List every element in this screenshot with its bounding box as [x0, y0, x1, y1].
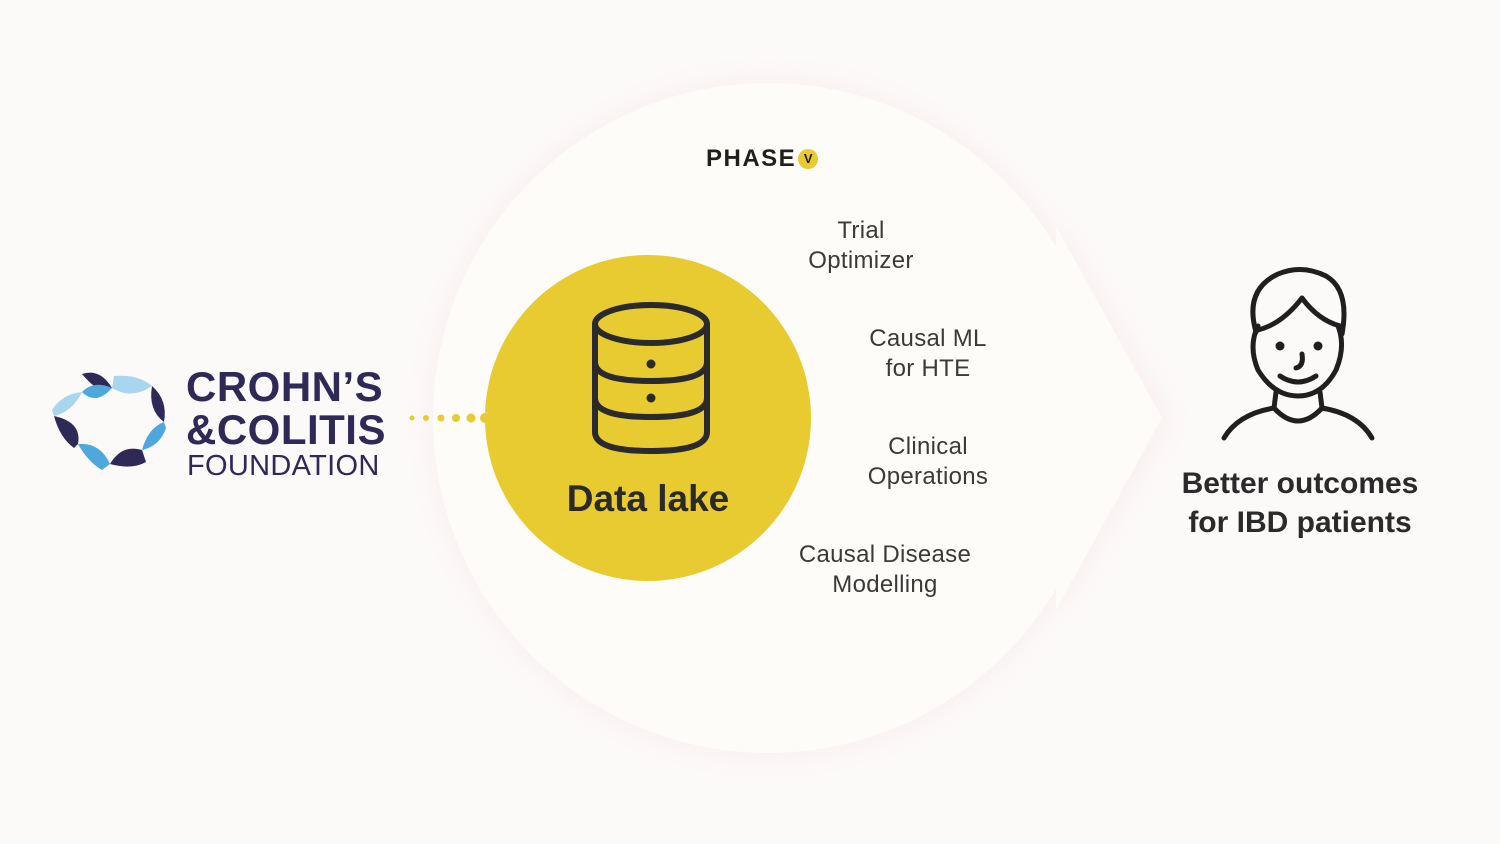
phase-logo-text: PHASE — [706, 145, 797, 172]
outcome-line1: Better outcomes — [1181, 467, 1419, 500]
capability-causal-disease-modelling: Causal Disease Modelling — [765, 540, 1005, 600]
foundation-name-line1: CROHN’S — [186, 363, 384, 410]
capability-line: Trial — [837, 217, 885, 244]
phase-v-logo: PHASE V — [706, 145, 819, 173]
phase-logo-badge: V — [798, 149, 819, 169]
data-lake-label: Data lake — [566, 478, 730, 519]
database-icon — [592, 302, 710, 455]
capability-line: Modelling — [832, 571, 938, 598]
foundation-name-line3: FOUNDATION — [187, 450, 380, 482]
capability-clinical-operations: Clinical Operations — [828, 432, 1028, 492]
capability-line: Causal ML — [869, 325, 987, 352]
capability-line: Operations — [867, 463, 989, 490]
capability-line: for HTE — [885, 355, 971, 382]
crohns-colitis-logo-icon — [52, 372, 166, 470]
capability-trial-optimizer: Trial Optimizer — [761, 216, 961, 276]
dotted-connector — [409, 413, 490, 423]
capability-causal-ml: Causal ML for HTE — [828, 324, 1028, 384]
capability-line: Optimizer — [808, 247, 914, 274]
person-icon — [1221, 267, 1375, 441]
foundation-name-line2: &COLITIS — [186, 406, 386, 453]
capability-line: Clinical — [888, 433, 968, 460]
capability-line: Causal Disease — [798, 541, 972, 568]
outcome-line2: for IBD patients — [1188, 506, 1412, 539]
